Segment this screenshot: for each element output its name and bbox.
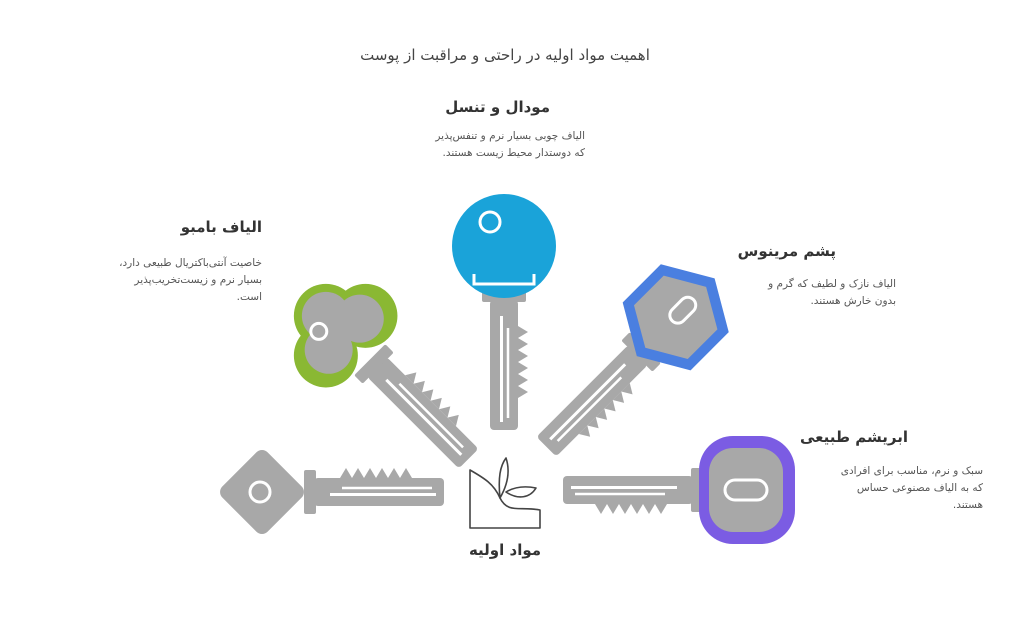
item-desc-modal: الیاف چوبی بسیار نرم و تنفس‌پذیر که دوست… [435, 130, 585, 159]
page-title: اهمیت مواد اولیه در راحتی و مراقبت از پو… [360, 46, 650, 64]
key-gray [220, 450, 446, 534]
item-title-bamboo: الیاف بامبو [180, 218, 262, 236]
center-label: مواد اولیه [468, 541, 542, 559]
item-title-modal: مودال و تنسل [445, 98, 550, 116]
key-silk [561, 436, 795, 544]
key-bamboo [293, 283, 487, 476]
key-modal [452, 194, 556, 432]
item-title-silk: ابریشم طبیعی [799, 428, 908, 446]
item-desc-merino: الیاف نازک و لطیف که گرم و بدون خارش هست… [768, 278, 896, 307]
item-desc-silk: سبک و نرم، مناسب برای افرادی که به الیاف… [840, 465, 983, 511]
plant-icon [469, 457, 541, 529]
key-merino [529, 264, 729, 465]
item-desc-bamboo: خاصیت آنتی‌باکتریال طبیعی دارد، بسیار نر… [119, 257, 262, 303]
item-title-merino: پشم مرینوس [737, 242, 836, 260]
key-head-modal [452, 194, 556, 298]
